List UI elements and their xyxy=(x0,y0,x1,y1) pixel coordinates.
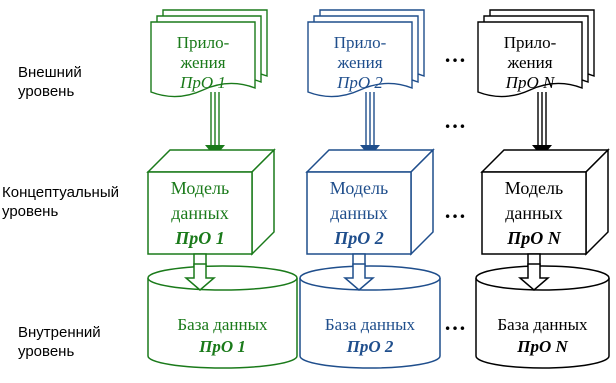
apps-label-line2: жения xyxy=(179,53,225,72)
ellipsis-2: … xyxy=(444,108,466,133)
apps-label-line1: Прило- xyxy=(177,33,230,52)
model-label-domain: ПрО N xyxy=(506,228,562,248)
ellipsis-3: … xyxy=(444,198,466,223)
apps-label-line2: жения xyxy=(336,53,382,72)
model-label-line2: данных xyxy=(505,203,563,223)
ellipsis-4: … xyxy=(444,310,466,335)
apps-label-domain: ПрО 2 xyxy=(336,73,383,92)
db-label-line1: База данных xyxy=(497,315,588,334)
apps-label-domain: ПрО 1 xyxy=(179,73,226,92)
apps-label-line1: Прило- xyxy=(334,33,387,52)
db-label-domain: ПрО 1 xyxy=(198,337,246,356)
apps-label-line1: Прило- xyxy=(504,33,557,52)
model-label-line1: Модель xyxy=(505,178,563,198)
model-label-line2: данных xyxy=(330,203,388,223)
db-label-line1: База данных xyxy=(177,315,268,334)
apps-label-line2: жения xyxy=(506,53,552,72)
model-label-line2: данных xyxy=(171,203,229,223)
model-label-line1: Модель xyxy=(171,178,229,198)
model-label-domain: ПрО 1 xyxy=(174,228,225,248)
apps-label-domain: ПрО N xyxy=(505,73,556,92)
ellipsis-1: … xyxy=(444,42,466,67)
model-label-line1: Модель xyxy=(330,178,388,198)
db-label-domain: ПрО 2 xyxy=(346,337,394,356)
model-label-domain: ПрО 2 xyxy=(333,228,384,248)
db-label-line1: База данных xyxy=(325,315,416,334)
db-label-domain: ПрО N xyxy=(516,337,568,356)
